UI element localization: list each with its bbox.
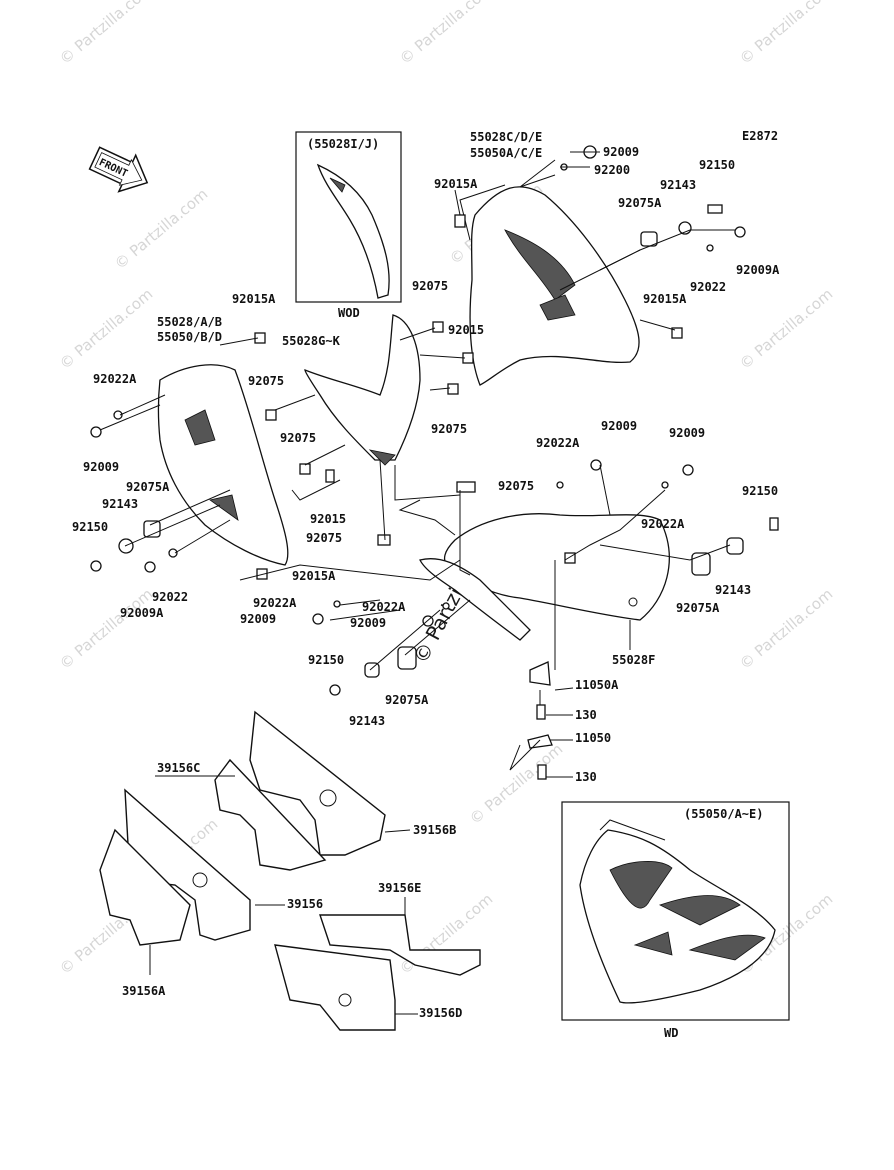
part-label: 92009 [669,426,705,440]
part-label: 92015 [448,323,484,337]
part-label: 92009 [601,419,637,433]
part-label: 92150 [308,653,344,667]
part-label: 92022 [152,590,188,604]
watermark: © Partzilla.com [736,585,836,673]
watermark: © Partzilla.com [396,0,496,68]
part-label: 92150 [72,520,108,534]
part-label: 92075A [126,480,170,494]
part-label: 39156C [157,761,200,775]
part-label: 55028C/D/E [470,130,542,144]
part-label: 92200 [594,163,630,177]
inset-title: (55028I/J) [307,137,379,151]
part-label: 92143 [349,714,385,728]
part-label: 92143 [102,497,138,511]
part-label: 55028G~K [282,334,341,348]
part-label: 92150 [742,484,778,498]
part-label: 39156A [122,984,166,998]
part-label: 92015A [643,292,687,306]
watermark: © Partzilla.com [56,585,156,673]
part-label: 92022A [253,596,297,610]
part-label: 92022A [641,517,685,531]
part-label: 92150 [699,158,735,172]
part-label: 130 [575,770,597,784]
inset-caption: WD [664,1026,678,1040]
watermark: © Partzilla.com [736,285,836,373]
part-label: 92015 [310,512,346,526]
part-label: 92075 [280,431,316,445]
diagram-code: E2872 [742,129,778,143]
part-label: 55028/A/B [157,315,222,329]
insulator-panels [99,710,481,1031]
part-label: 92075 [248,374,284,388]
part-label: 92075A [618,196,662,210]
part-label: 92075 [431,422,467,436]
inset-box-wd: (55050/A~E) WD [561,801,790,1040]
inset-caption: WOD [338,306,360,320]
part-label: 92022A [536,436,580,450]
part-labels: 55028C/D/E 55050A/C/E 92009 92200 92015A… [72,130,780,1020]
part-label: 55050A/C/E [470,146,542,160]
part-label: 92075A [385,693,429,707]
part-label: 92015A [232,292,276,306]
part-label: 39156D [419,1006,462,1020]
part-label: 92009 [240,612,276,626]
leader-lines [99,151,735,771]
part-label: 92143 [715,583,751,597]
upper-right-cowl [459,184,640,386]
watermark: © Partzilla.com [111,185,211,273]
watermark: © Partzilla.com [466,740,566,828]
part-label: 39156 [287,897,323,911]
part-label: 92009 [83,460,119,474]
front-arrow-icon: FRONT [88,146,149,193]
part-label: 92022A [362,600,406,614]
left-cowl [157,364,289,566]
part-label: 92075 [498,479,534,493]
part-label: 92075 [412,279,448,293]
part-label: 92075A [676,601,720,615]
part-label: 11050A [575,678,619,692]
part-label: 92009 [603,145,639,159]
part-label: 55028F [612,653,655,667]
part-label: 92022 [690,280,726,294]
part-label: 92075 [306,531,342,545]
watermark: © Partzilla.com [56,0,156,68]
part-label: 92143 [660,178,696,192]
fasteners [90,145,779,780]
watermark: © Partzilla.com [736,0,836,68]
part-label: 39156B [413,823,456,837]
part-label: 55050/B/D [157,330,222,344]
part-label: 39156E [378,881,421,895]
part-label: 92009 [350,616,386,630]
inset-title: (55050/A~E) [684,807,763,821]
watermark: © Partzilla.com [56,285,156,373]
label-ticks [149,620,631,1015]
part-label: 92009A [736,263,780,277]
part-label: 130 [575,708,597,722]
part-label: 92009A [120,606,164,620]
part-label: 92015A [292,569,336,583]
center-nose-cowl [304,314,421,466]
inset-box-wod: (55028I/J) WOD [295,131,402,320]
part-label: 92015A [434,177,478,191]
part-label: 11050 [575,731,611,745]
lower-cowl-55028f [419,513,670,641]
part-label: 92022A [93,372,137,386]
